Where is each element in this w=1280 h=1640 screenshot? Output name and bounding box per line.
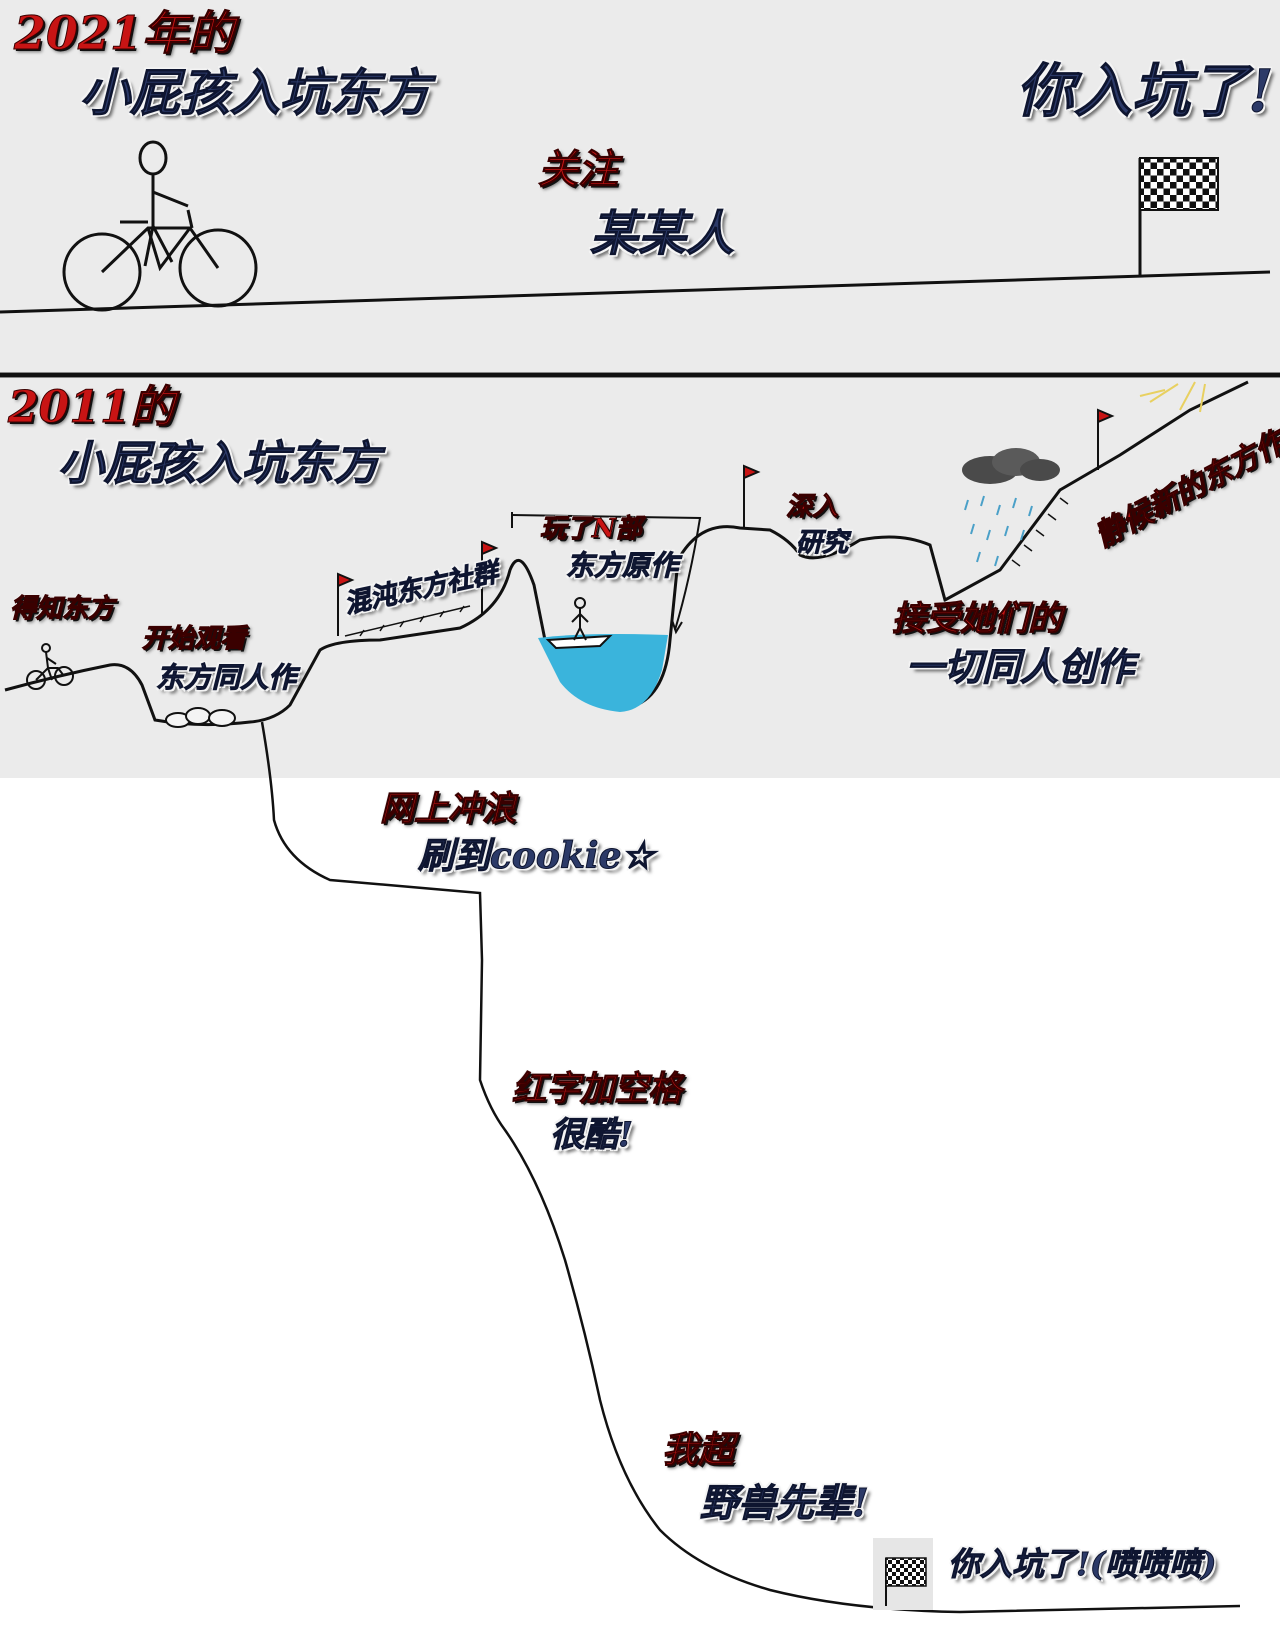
top-finish-label: 你入坑了! — [1015, 57, 1274, 125]
rain-cloud-icon — [962, 448, 1060, 567]
cliff-rope-icon — [511, 512, 702, 635]
mid-step-2b: 东方同人作 — [155, 661, 297, 694]
mid-subject-label: 小屁孩入坑东方 — [58, 436, 381, 490]
rocks-icon — [165, 707, 236, 728]
sun-rays-icon — [1139, 381, 1206, 413]
mid-step-6a: 接受她们的 — [892, 599, 1063, 639]
slope-ticks — [1011, 497, 1069, 567]
mid-step-1: 得知东方 — [9, 594, 115, 624]
top-subject-label: 小屁孩入坑东方 — [80, 63, 431, 122]
checkered-flag-icon — [1138, 157, 1219, 275]
descent-step-3a: 我超 — [661, 1429, 735, 1471]
mid-step-4b: 东方原作 — [565, 549, 679, 582]
small-bicycle-icon — [26, 643, 74, 690]
mid-step-5b: 研究 — [795, 528, 849, 558]
bridge-icon — [344, 605, 471, 637]
top-step-label-2: 某某人 — [589, 206, 735, 262]
water-pool — [538, 634, 668, 712]
descent-step-2b: 很酷! — [550, 1115, 634, 1155]
mid-step-2a: 开始观看 — [141, 624, 247, 654]
descent-line — [260, 721, 1241, 1614]
top-panel — [0, 0, 1280, 372]
mid-step-5a: 深入 — [785, 492, 839, 522]
bicycle-rider-icon — [62, 140, 258, 312]
mid-step-4a: 玩了N部 — [540, 514, 643, 544]
top-step-label-1: 关注 — [538, 146, 619, 193]
mid-step-6b: 一切同人创作 — [905, 644, 1135, 689]
descent-step-1a: 网上冲浪 — [380, 789, 517, 829]
boat-person-icon — [545, 597, 613, 650]
final-checkered-flag-icon — [873, 1538, 933, 1610]
descent-finish-label: 你入坑了!(喷喷喷) — [947, 1545, 1217, 1583]
descent-step-2a: 红字加空格 — [512, 1069, 683, 1109]
top-year-label: 2021年的 — [13, 6, 235, 60]
descent-step-3b: 野兽先辈! — [700, 1480, 870, 1525]
descent-step-1b: 刷到cookie☆ — [418, 835, 655, 877]
red-flags-icon — [337, 408, 1115, 636]
mid-year-label: 2011的 — [7, 382, 175, 433]
